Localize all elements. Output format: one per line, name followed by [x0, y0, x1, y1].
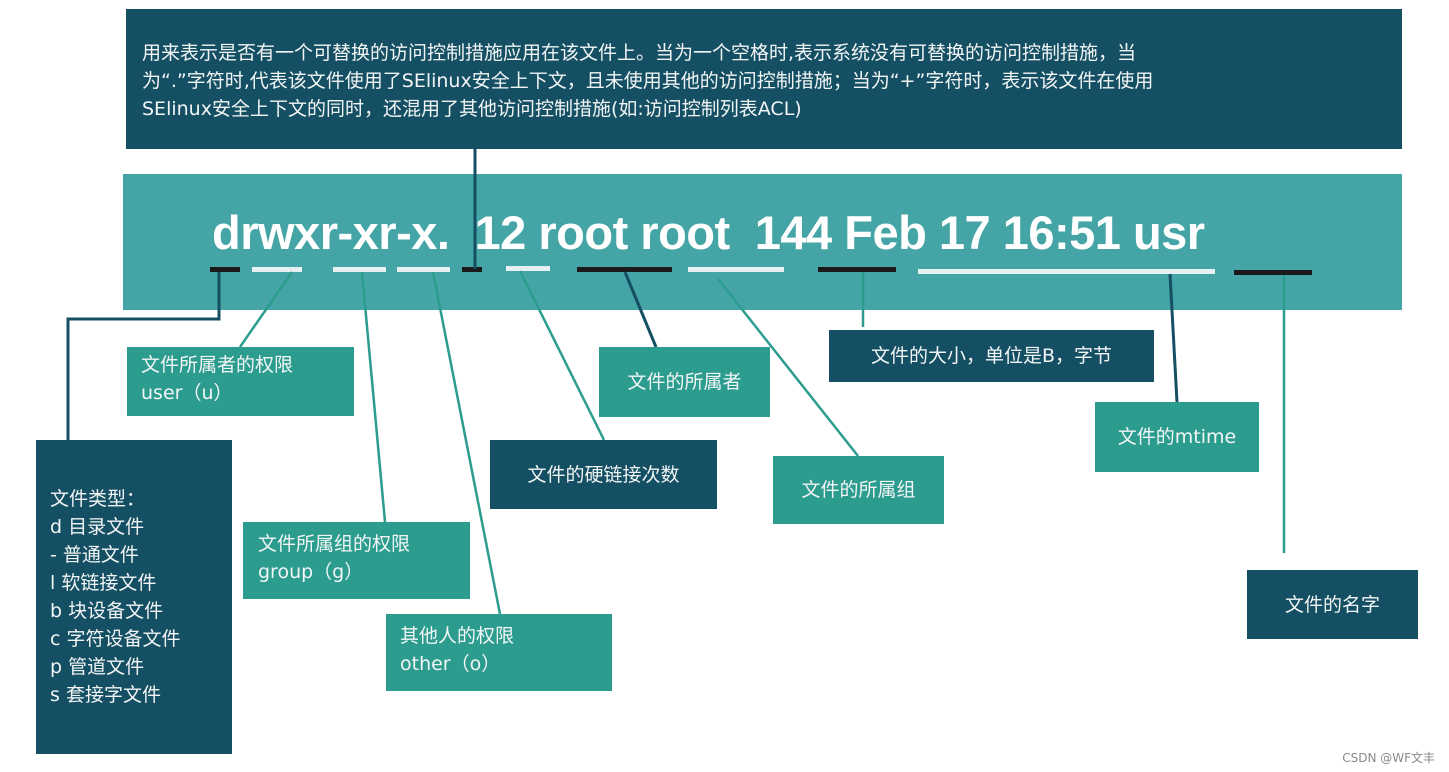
underline-user-perm [252, 267, 302, 272]
owner-label: 文件的所属者 [627, 371, 742, 393]
underline-acl-flag [462, 267, 482, 272]
mtime-label: 文件的mtime [1117, 426, 1237, 448]
acl-note-line-1: 用来表示是否有一个可替换的访问控制措施应用在该文件上。当为一个空格时,表示系统没… [142, 42, 1137, 64]
group-permission-title: 文件所属组的权限 [258, 533, 411, 555]
other-permission-code: other（o） [400, 653, 501, 675]
hard-links-box: 文件的硬链接次数 [490, 440, 717, 509]
group-permission-code: group（g） [258, 561, 364, 583]
underline-owner [577, 267, 672, 272]
mtime-box: 文件的mtime [1095, 402, 1259, 472]
file-type-item-socket: s 套接字文件 [50, 684, 161, 706]
underline-filename [1234, 270, 1312, 275]
group-box: 文件的所属组 [773, 456, 944, 524]
file-type-item-symlink: l 软链接文件 [50, 572, 157, 594]
owner-box: 文件的所属者 [599, 347, 770, 417]
group-permission-box: 文件所属组的权限 group（g） [243, 522, 470, 599]
filename-label: 文件的名字 [1284, 593, 1380, 616]
file-type-item-block-device: b 块设备文件 [50, 600, 164, 622]
underline-size [818, 267, 896, 272]
underline-group [688, 267, 784, 272]
file-type-item-pipe: p 管道文件 [50, 656, 145, 678]
underline-group-perm [333, 267, 386, 272]
filename-box: 文件的名字 [1247, 570, 1418, 639]
file-type-title: 文件类型： [50, 488, 146, 510]
watermark: CSDN @WF文丰 [1342, 751, 1435, 765]
file-type-item-char-device: c 字符设备文件 [50, 628, 181, 650]
acl-note-line-3: SElinux安全上下文的同时，还混用了其他访问控制措施(如:访问控制列表ACL… [142, 98, 802, 120]
file-type-item-directory: d 目录文件 [50, 516, 145, 538]
size-box: 文件的大小，单位是B，字节 [829, 330, 1154, 382]
ls-output-line: drwxr-xr-x. 12 root root 144 Feb 17 16:5… [212, 206, 1205, 259]
other-permission-title: 其他人的权限 [400, 625, 515, 647]
user-permission-box: 文件所属者的权限 user（u） [127, 347, 354, 416]
size-label: 文件的大小，单位是B，字节 [870, 345, 1113, 367]
underline-hard-links [506, 266, 550, 271]
underline-mtime [918, 269, 1215, 274]
user-permission-title: 文件所属者的权限 [141, 354, 294, 376]
acl-flag-explanation-box: 用来表示是否有一个可替换的访问控制措施应用在该文件上。当为一个空格时,表示系统没… [126, 9, 1402, 149]
file-type-item-regular: - 普通文件 [50, 544, 139, 566]
user-permission-code: user（u） [141, 382, 233, 404]
other-permission-box: 其他人的权限 other（o） [386, 614, 612, 691]
group-label: 文件的所属组 [801, 479, 916, 501]
acl-note-line-2: 为“.”字符时,代表该文件使用了SElinux安全上下文，且未使用其他的访问控制… [142, 70, 1154, 92]
hard-links-label: 文件的硬链接次数 [527, 463, 680, 486]
ls-output-banner [123, 174, 1402, 310]
file-type-legend-box: 文件类型： d 目录文件 - 普通文件 l 软链接文件 b 块设备文件 c 字符… [36, 440, 232, 754]
underline-file-type [210, 267, 240, 272]
underline-other-perm [397, 267, 450, 272]
